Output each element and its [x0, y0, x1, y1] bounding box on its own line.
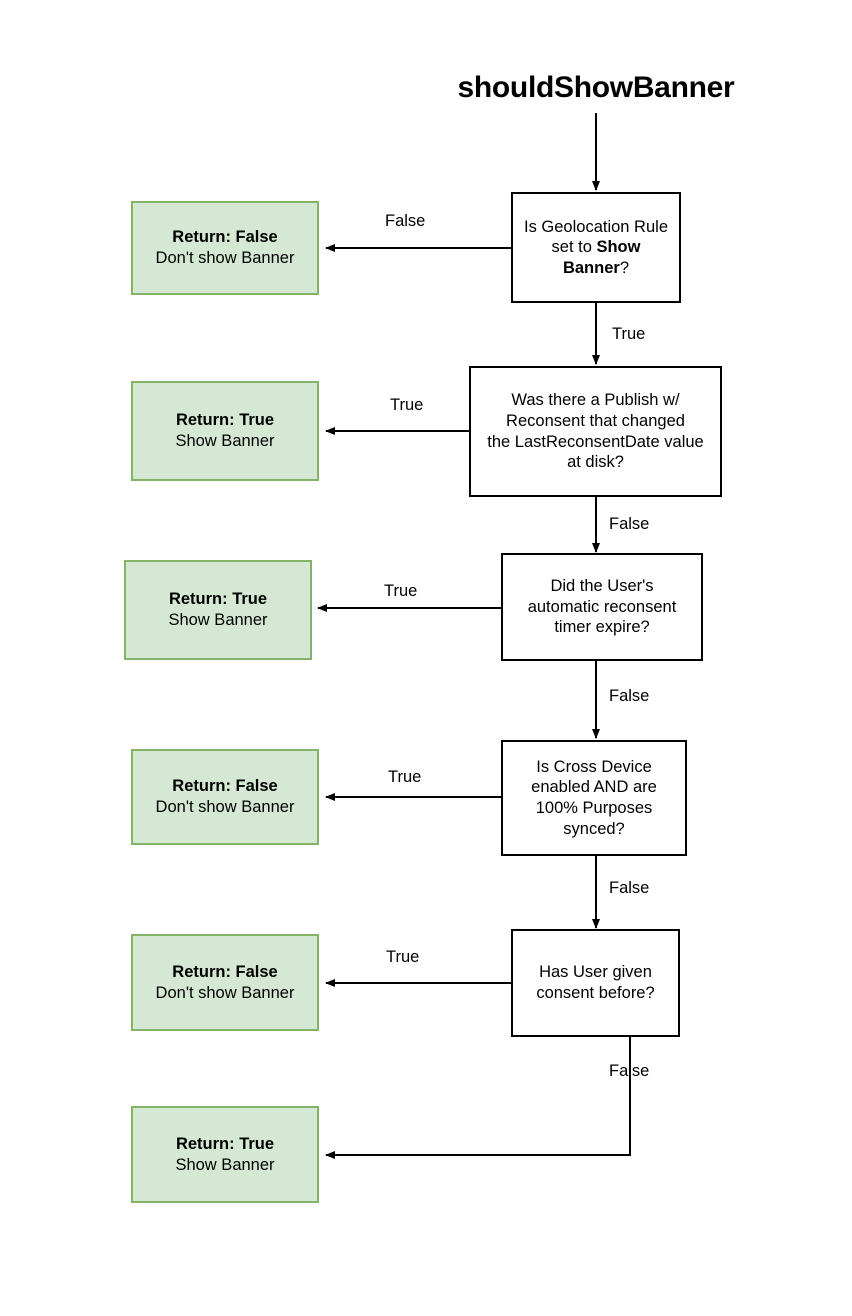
decision-line-2: Reconsent that changed — [506, 411, 685, 430]
edge-consent-false — [325, 1037, 631, 1159]
decision-line-3: 100% Purposes — [535, 799, 653, 817]
edge-label-consent-false: False — [609, 1062, 650, 1080]
terminal-title: Return: False — [172, 962, 278, 981]
terminal-title: Return: False — [172, 777, 278, 796]
edge-label-crossdevice-true: True — [388, 768, 422, 786]
decision-reconsent-timer[interactable]: Did the User's automatic reconsent timer… — [501, 553, 703, 661]
decision-line-3: the LastReconsentDate value — [487, 432, 704, 451]
decision-line-3-suffix: ? — [619, 258, 630, 277]
terminal-title: Return: True — [175, 411, 275, 430]
edge-label-crossdevice-false: False — [609, 879, 650, 897]
decision-line-3-bold: Banner — [562, 258, 620, 277]
terminal-return-true-1[interactable]: Return: True Show Banner — [131, 381, 319, 481]
decision-publish-reconsent[interactable]: Was there a Publish w/ Reconsent that ch… — [469, 366, 722, 497]
terminal-title: Return: False — [172, 228, 278, 247]
edge-label-consent-true: True — [386, 948, 420, 966]
decision-line-1: Was there a Publish w/ — [511, 391, 680, 410]
terminal-return-false-1[interactable]: Return: False Don't show Banner — [131, 201, 319, 295]
decision-line-3: Banner? — [563, 258, 629, 279]
edge-label-geolocation-true: True — [612, 325, 646, 343]
decision-line-1: Is Cross Device — [536, 757, 652, 776]
decision-cross-device-sync[interactable]: Is Cross Device enabled AND are 100% Pur… — [501, 740, 687, 856]
terminal-subtitle: Don't show Banner — [155, 983, 295, 1002]
decision-prior-consent[interactable]: Has User given consent before? — [511, 929, 680, 1037]
terminal-subtitle: Don't show Banner — [155, 249, 295, 267]
terminal-subtitle: Show Banner — [175, 1155, 275, 1174]
terminal-return-false-2[interactable]: Return: False Don't show Banner — [131, 749, 319, 845]
diagram-title: shouldShowBanner — [457, 71, 735, 104]
decision-line-2: consent before? — [536, 984, 655, 1002]
decision-line-3: timer expire? — [554, 618, 650, 637]
decision-line-2: automatic reconsent — [527, 597, 677, 616]
terminal-subtitle: Show Banner — [168, 611, 268, 629]
terminal-title: Return: True — [175, 1134, 275, 1153]
decision-line-1: Is Geolocation Rule — [524, 217, 668, 236]
edge-label-timer-true: True — [384, 582, 418, 600]
terminal-return-false-3[interactable]: Return: False Don't show Banner — [131, 934, 319, 1031]
decision-geolocation-rule[interactable]: Is Geolocation Rule set to Show Banner? — [511, 192, 681, 303]
decision-line-2-prefix: set to — [551, 238, 597, 257]
terminal-return-true-2[interactable]: Return: True Show Banner — [124, 560, 312, 660]
edge-label-timer-false: False — [609, 687, 650, 705]
terminal-subtitle: Show Banner — [175, 432, 275, 450]
edge-label-publish-false: False — [609, 515, 650, 533]
edge-label-geolocation-false: False — [385, 212, 426, 230]
decision-line-2: enabled AND are — [531, 778, 657, 797]
terminal-return-true-3[interactable]: Return: True Show Banner — [131, 1106, 319, 1203]
edge-label-publish-true: True — [390, 396, 424, 414]
decision-line-4: at disk? — [567, 453, 624, 472]
terminal-subtitle: Don't show Banner — [155, 798, 295, 816]
decision-line-1: Has User given — [539, 963, 652, 982]
decision-line-1: Did the User's — [550, 577, 654, 596]
terminal-title: Return: True — [168, 590, 268, 609]
decision-line-2-bold: Show — [596, 238, 641, 257]
decision-line-2: set to Show — [552, 237, 641, 258]
decision-line-4: synced? — [563, 819, 625, 838]
